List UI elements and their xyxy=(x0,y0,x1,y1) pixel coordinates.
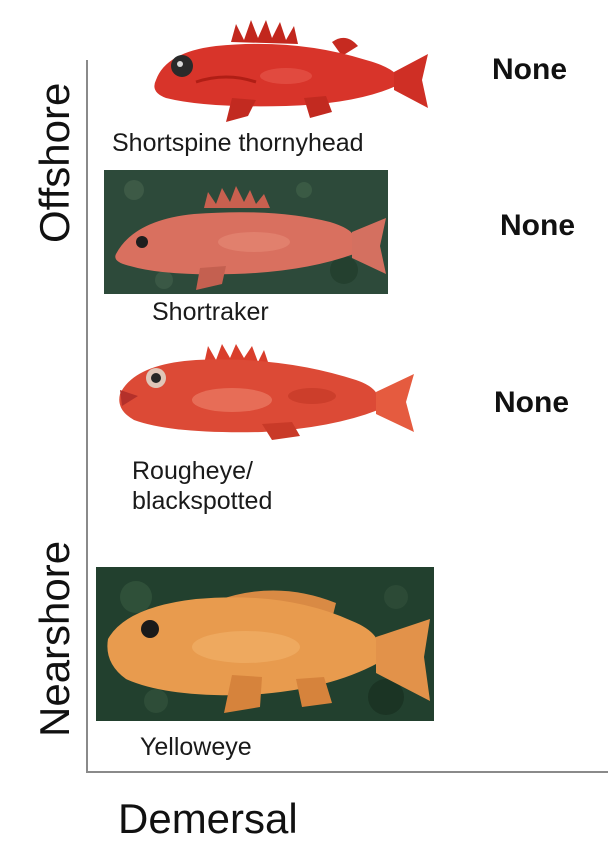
nearshore-label: Nearshore xyxy=(34,541,76,737)
offshore-label: Offshore xyxy=(34,83,76,243)
status-label: None xyxy=(500,211,575,241)
species-name: Yelloweye xyxy=(140,732,252,762)
x-axis-line xyxy=(86,771,608,773)
species-name: Rougheye/ blackspotted xyxy=(132,456,272,516)
fish-illustration xyxy=(154,20,428,122)
fish-illustration xyxy=(119,344,414,440)
demersal-label: Demersal xyxy=(118,798,298,840)
shortspine-thornyhead-image xyxy=(136,12,432,124)
y-axis-line xyxy=(86,60,88,772)
species-name: Shortraker xyxy=(152,297,269,327)
shortraker-image xyxy=(104,170,388,294)
species-name: Shortspine thornyhead xyxy=(112,128,364,158)
status-label: None xyxy=(492,55,567,85)
status-label: None xyxy=(494,388,569,418)
rougheye-blackspotted-image xyxy=(112,340,416,442)
yelloweye-image xyxy=(96,567,434,721)
